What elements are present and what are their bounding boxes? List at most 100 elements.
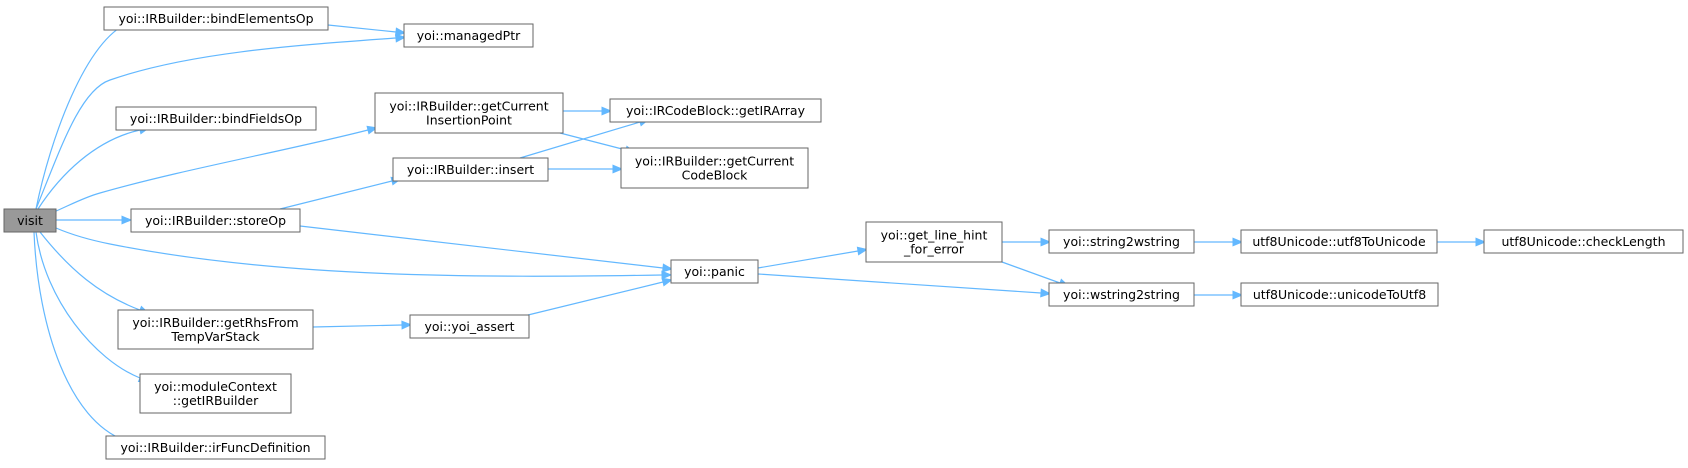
arrowhead-icon	[661, 270, 673, 280]
node-box	[1240, 229, 1438, 254]
edge-getCurrentInsertionPoint-to-getIRArray	[563, 106, 613, 116]
call-graph-nodes: visit yoi::IRBuilder::bindElementsOpyoi::…	[3, 6, 1684, 460]
node-box	[620, 147, 809, 189]
node-label: yoi::managedPtr	[417, 28, 521, 43]
edge-line	[35, 37, 397, 210]
node-bindFieldsOp[interactable]: yoi::IRBuilder::bindFieldsOp	[115, 106, 317, 131]
arrowhead-icon	[395, 33, 407, 43]
edge-line	[757, 250, 859, 269]
node-box	[409, 314, 530, 339]
edge-get_line_hint-to-string2wstring	[1002, 237, 1052, 247]
edge-line	[527, 281, 664, 316]
edge-line	[279, 180, 393, 210]
node-label: visit	[17, 213, 43, 228]
edge-storeOp-to-insert	[279, 176, 402, 210]
node-label: yoi::IRBuilder::getRhsFrom	[132, 315, 298, 330]
node-label: yoi::yoi_assert	[424, 319, 514, 334]
node-label: InsertionPoint	[426, 113, 512, 128]
node-box	[103, 6, 329, 31]
node-label: yoi::wstring2string	[1063, 287, 1180, 302]
node-box	[130, 208, 301, 233]
arrowhead-icon	[1232, 237, 1244, 247]
edge-line	[37, 129, 141, 210]
edge-bindElementsOp-to-managedPtr	[327, 24, 407, 37]
edge-storeOp-to-panic	[299, 225, 674, 273]
node-label: yoi::moduleContext	[154, 379, 277, 394]
node-managedPtr[interactable]: yoi::managedPtr	[403, 23, 534, 48]
arrowhead-icon	[395, 27, 407, 37]
node-irFuncDefinition[interactable]: yoi::IRBuilder::irFuncDefinition	[105, 435, 326, 460]
edge-wstring2string-to-unicodeToUtf8	[1194, 290, 1244, 300]
edge-visit-to-managedPtr	[35, 33, 407, 210]
node-box	[1048, 229, 1195, 254]
edge-line	[35, 21, 131, 210]
node-get_line_hint[interactable]: yoi::get_line_hint_for_error	[865, 221, 1003, 263]
edge-yoi_assert-to-panic	[527, 277, 673, 316]
node-label: yoi::get_line_hint	[881, 228, 988, 243]
node-label: yoi::IRBuilder::bindFieldsOp	[130, 111, 302, 126]
node-label: yoi::IRBuilder::getCurrent	[635, 154, 794, 169]
node-box	[117, 309, 314, 350]
node-string2wstring[interactable]: yoi::string2wstring	[1048, 229, 1195, 254]
edge-line	[53, 129, 369, 213]
node-label: yoi::IRBuilder::insert	[407, 162, 534, 177]
node-box	[3, 208, 57, 233]
node-label: yoi::IRBuilder::storeOp	[145, 213, 286, 228]
node-box	[105, 435, 326, 460]
node-yoi_assert[interactable]: yoi::yoi_assert	[409, 314, 530, 339]
node-box	[670, 259, 759, 284]
node-insert[interactable]: yoi::IRBuilder::insert	[392, 157, 549, 182]
arrowhead-icon	[661, 277, 673, 287]
node-getIRArray[interactable]: yoi::IRCodeBlock::getIRArray	[609, 98, 822, 123]
arrowhead-icon	[366, 125, 378, 135]
node-utf8ToUnicode[interactable]: utf8Unicode::utf8ToUnicode	[1240, 229, 1438, 254]
call-graph-edges	[33, 17, 1487, 445]
node-label: yoi::IRBuilder::getCurrent	[389, 99, 548, 114]
node-label: yoi::IRCodeBlock::getIRArray	[626, 103, 806, 118]
edge-line	[312, 324, 403, 328]
edge-visit-to-storeOp	[56, 215, 133, 225]
edge-visit-to-getRhsFromTempVarStack	[39, 231, 150, 315]
edge-line	[55, 227, 663, 277]
edge-visit-to-panic	[55, 227, 673, 280]
node-box	[1240, 282, 1439, 307]
arrowhead-icon	[1475, 237, 1487, 247]
node-box	[392, 157, 549, 182]
node-bindElementsOp[interactable]: yoi::IRBuilder::bindElementsOp	[103, 6, 329, 31]
node-wstring2string[interactable]: yoi::wstring2string	[1048, 282, 1195, 307]
edge-panic-to-wstring2string	[757, 273, 1052, 298]
node-box	[374, 92, 564, 134]
edge-visit-to-getCurrentInsertionPoint	[53, 125, 378, 213]
node-label: _for_error	[903, 242, 965, 257]
node-visit[interactable]: visit	[3, 208, 57, 233]
node-box	[403, 23, 534, 48]
node-box	[1048, 282, 1195, 307]
node-label: TempVarStack	[170, 329, 260, 344]
arrowhead-icon	[856, 246, 869, 256]
node-box	[115, 106, 317, 131]
arrowhead-icon	[1232, 290, 1244, 300]
node-label: CodeBlock	[682, 168, 749, 183]
arrowhead-icon	[1040, 288, 1052, 298]
node-label: ::getIRBuilder	[173, 393, 259, 408]
node-checkLength[interactable]: utf8Unicode::checkLength	[1483, 229, 1684, 254]
arrowhead-icon	[601, 106, 613, 116]
edge-line	[1001, 261, 1061, 284]
node-label: yoi::panic	[684, 264, 745, 279]
node-unicodeToUtf8[interactable]: utf8Unicode::unicodeToUtf8	[1240, 282, 1439, 307]
edge-insert-to-getCurrentCodeBlock	[548, 164, 624, 174]
edge-line	[559, 132, 627, 151]
edge-string2wstring-to-utf8ToUnicode	[1194, 237, 1244, 247]
edge-line	[757, 273, 1042, 294]
node-storeOp[interactable]: yoi::IRBuilder::storeOp	[130, 208, 301, 233]
arrowhead-icon	[662, 263, 674, 273]
arrowhead-icon	[121, 215, 133, 225]
node-box	[139, 373, 292, 414]
arrowhead-icon	[401, 320, 413, 330]
node-getIRBuilder[interactable]: yoi::moduleContext::getIRBuilder	[139, 373, 292, 414]
node-panic[interactable]: yoi::panic	[670, 259, 759, 284]
